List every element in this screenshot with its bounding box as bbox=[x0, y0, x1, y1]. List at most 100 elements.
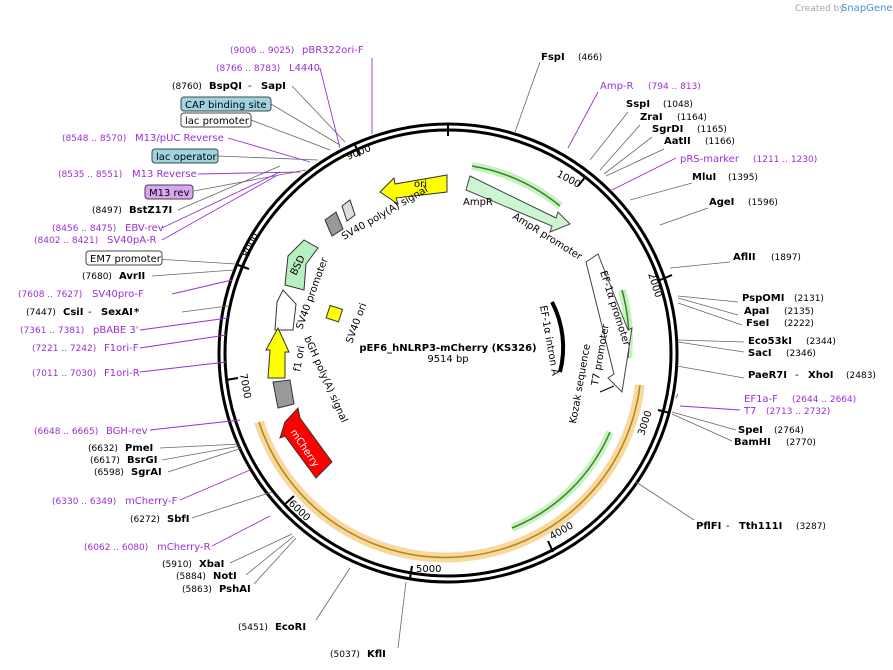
svg-text:(1164): (1164) bbox=[677, 113, 707, 123]
ori-label: ori bbox=[414, 179, 427, 190]
svg-text:CAP binding site: CAP binding site bbox=[185, 100, 267, 111]
svg-text:(6062 .. 6080): (6062 .. 6080) bbox=[84, 543, 148, 553]
site-AgeI[interactable]: AgeI(1596) bbox=[709, 197, 778, 208]
sv40-site-feature[interactable] bbox=[341, 199, 356, 222]
svg-text:MluI: MluI bbox=[692, 172, 716, 183]
box-m13-rev[interactable]: M13 rev bbox=[144, 184, 194, 200]
svg-text:T7: T7 bbox=[743, 406, 756, 417]
ef1a-promoter-feature[interactable] bbox=[585, 253, 633, 394]
ori-feature[interactable] bbox=[379, 174, 448, 206]
primer-amp-r[interactable]: Amp-R(794 .. 813) bbox=[600, 81, 701, 92]
svg-text:PspOMI: PspOMI bbox=[742, 293, 784, 304]
svg-text:PaeR7I: PaeR7I bbox=[748, 370, 787, 381]
site-PmeI[interactable]: (6632)PmeI bbox=[88, 443, 153, 454]
svg-text:SpeI: SpeI bbox=[738, 425, 763, 436]
site-SspI[interactable]: SspI(1048) bbox=[626, 99, 693, 110]
svg-text:BamHI: BamHI bbox=[734, 437, 771, 448]
sv40-promoter-feature[interactable] bbox=[274, 289, 297, 331]
site-SbfI[interactable]: (6272)SbfI bbox=[130, 514, 189, 525]
primer-prs-marker[interactable]: pRS-marker(1211 .. 1230) bbox=[680, 154, 817, 165]
site-MluI[interactable]: MluI(1395) bbox=[692, 172, 758, 183]
primer-m13-reverse[interactable]: (8535 .. 8551) M13 Reverse bbox=[58, 169, 197, 180]
box-cap-binding-site[interactable]: CAP binding site bbox=[180, 96, 272, 112]
site-BstZ17I[interactable]: (8497)BstZ17I bbox=[92, 205, 172, 216]
site-NotI[interactable]: (5884)NotI bbox=[176, 571, 237, 582]
site-EcoRI[interactable]: (5451)EcoRI bbox=[238, 622, 306, 633]
svg-text:BsrGI: BsrGI bbox=[127, 455, 157, 466]
svg-text:Eco53kI: Eco53kI bbox=[748, 336, 792, 347]
site-Eco53kI[interactable]: Eco53kI(2344) bbox=[748, 336, 836, 347]
ampr-label: AmpR bbox=[463, 197, 493, 208]
f1-ori-feature[interactable] bbox=[265, 326, 290, 379]
primer-ebv-rev[interactable]: (8456 .. 8475)EBV-rev bbox=[52, 223, 164, 234]
site-BamHI[interactable]: BamHI(2770) bbox=[734, 437, 816, 448]
sv40-ori-feature[interactable] bbox=[325, 304, 344, 323]
primer-sv40pro-f[interactable]: (7608 .. 7627)SV40pro-F bbox=[18, 289, 144, 300]
plasmid-length: 9514 bp bbox=[427, 354, 468, 365]
svg-text:SV40pro-F: SV40pro-F bbox=[92, 289, 144, 300]
sv40-polya-feature[interactable] bbox=[324, 211, 344, 237]
site-ZraI[interactable]: ZraI(1164) bbox=[640, 112, 707, 123]
svg-text:(2644 .. 2664): (2644 .. 2664) bbox=[792, 395, 856, 405]
ampr-feature[interactable] bbox=[465, 175, 571, 233]
primer-m13-puc-reverse[interactable]: (8548 .. 8570)M13/pUC Reverse bbox=[62, 133, 224, 144]
site-FspI[interactable]: FspI(466) bbox=[541, 52, 602, 63]
box-lac-operator[interactable]: lac operator bbox=[151, 148, 219, 164]
site-SacI[interactable]: SacI(2346) bbox=[748, 348, 816, 359]
site-XbaI[interactable]: (5910)XbaI bbox=[162, 559, 224, 570]
primer-bgh-rev[interactable]: (6648 .. 6665)BGH-rev bbox=[34, 426, 148, 437]
site-PshAI[interactable]: (5863)PshAI bbox=[182, 584, 251, 595]
svg-text:(2346): (2346) bbox=[786, 349, 816, 359]
site-PflFI-Tth111I[interactable]: PflFI - Tth111I(3287) bbox=[696, 521, 826, 532]
svg-text:pBR322ori-F: pBR322ori-F bbox=[302, 45, 364, 56]
leader-lines bbox=[139, 61, 745, 649]
primer-pbabe-3[interactable]: (7361 .. 7381)pBABE 3' bbox=[20, 325, 139, 336]
site-AvrII[interactable]: (7680)AvrII bbox=[82, 271, 145, 282]
site-PspOMI[interactable]: PspOMI(2131) bbox=[742, 293, 824, 304]
site-SgrAI[interactable]: (6598)SgrAI bbox=[94, 467, 162, 478]
f1-ori-label: f1 ori bbox=[292, 345, 307, 373]
box-em7-promoter[interactable]: EM7 promoter bbox=[85, 250, 163, 266]
site-AatII[interactable]: AatII(1166) bbox=[664, 136, 735, 147]
primer-mcherry-r[interactable]: (6062 .. 6080)mCherry-R bbox=[84, 542, 211, 553]
primer-f1ori-r[interactable]: (7011 .. 7030)F1ori-R bbox=[32, 368, 140, 379]
site-CsiI-SexAI[interactable]: (7447)CsiI - SexAI * bbox=[26, 307, 140, 318]
primer-pbr322ori-f[interactable]: (9006 .. 9025)pBR322ori-F bbox=[230, 45, 364, 56]
svg-text:PmeI: PmeI bbox=[125, 443, 153, 454]
svg-text:BstZ17I: BstZ17I bbox=[129, 205, 172, 216]
mcherry-feature[interactable] bbox=[279, 406, 333, 479]
site-BsrGI[interactable]: (6617)BsrGI bbox=[90, 455, 157, 466]
tick-2000: 2000 bbox=[645, 272, 663, 300]
site-PaeR7I-XhoI[interactable]: PaeR7I - XhoI(2483) bbox=[748, 370, 876, 381]
site-SgrDI[interactable]: SgrDI(1165) bbox=[652, 124, 727, 135]
svg-text:SexAI: SexAI bbox=[101, 307, 133, 318]
sv40-ori-label: SV40 ori bbox=[344, 302, 369, 345]
svg-text:L4440: L4440 bbox=[289, 63, 320, 74]
site-FseI[interactable]: FseI(2222) bbox=[746, 318, 814, 329]
primer-sv40pa-r[interactable]: (8402 .. 8421)SV40pA-R bbox=[34, 235, 156, 246]
site-SpeI[interactable]: SpeI(2764) bbox=[738, 425, 804, 436]
svg-text:EBV-rev: EBV-rev bbox=[125, 223, 164, 234]
box-lac-promoter[interactable]: lac promoter bbox=[180, 112, 252, 128]
kozak-label: Kozak sequence bbox=[568, 343, 593, 424]
primer-ef1a-f[interactable]: EF1a-F(2644 .. 2664) bbox=[744, 394, 856, 405]
bgh-polya-feature[interactable] bbox=[272, 379, 295, 409]
site-BspQI-SapI[interactable]: (8760)BspQI - SapI bbox=[172, 81, 286, 92]
primer-t7[interactable]: T7(2713 .. 2732) bbox=[743, 406, 830, 417]
primer-f1ori-f[interactable]: (7221 .. 7242)F1ori-F bbox=[32, 343, 139, 354]
site-KflI[interactable]: (5037)KflI bbox=[330, 649, 386, 660]
primer-l4440[interactable]: (8766 .. 8783)L4440 bbox=[216, 63, 320, 74]
svg-text:lac operator: lac operator bbox=[156, 152, 217, 163]
site-AflII[interactable]: AflII(1897) bbox=[733, 252, 801, 263]
primer-mcherry-f[interactable]: (6330 .. 6349)mCherry-F bbox=[52, 496, 178, 507]
site-ApaI[interactable]: ApaI(2135) bbox=[744, 306, 814, 317]
svg-text:F1ori-F: F1ori-F bbox=[104, 343, 139, 354]
ef1a-intron-feature[interactable] bbox=[550, 301, 566, 373]
svg-text:FspI: FspI bbox=[541, 52, 565, 63]
svg-text:(8535 .. 8551): (8535 .. 8551) bbox=[58, 170, 122, 180]
svg-text:M13/pUC Reverse: M13/pUC Reverse bbox=[135, 133, 224, 144]
svg-text:M13 Reverse: M13 Reverse bbox=[132, 169, 197, 180]
bsd-feature[interactable] bbox=[284, 239, 319, 291]
svg-text:BGH-rev: BGH-rev bbox=[106, 426, 148, 437]
